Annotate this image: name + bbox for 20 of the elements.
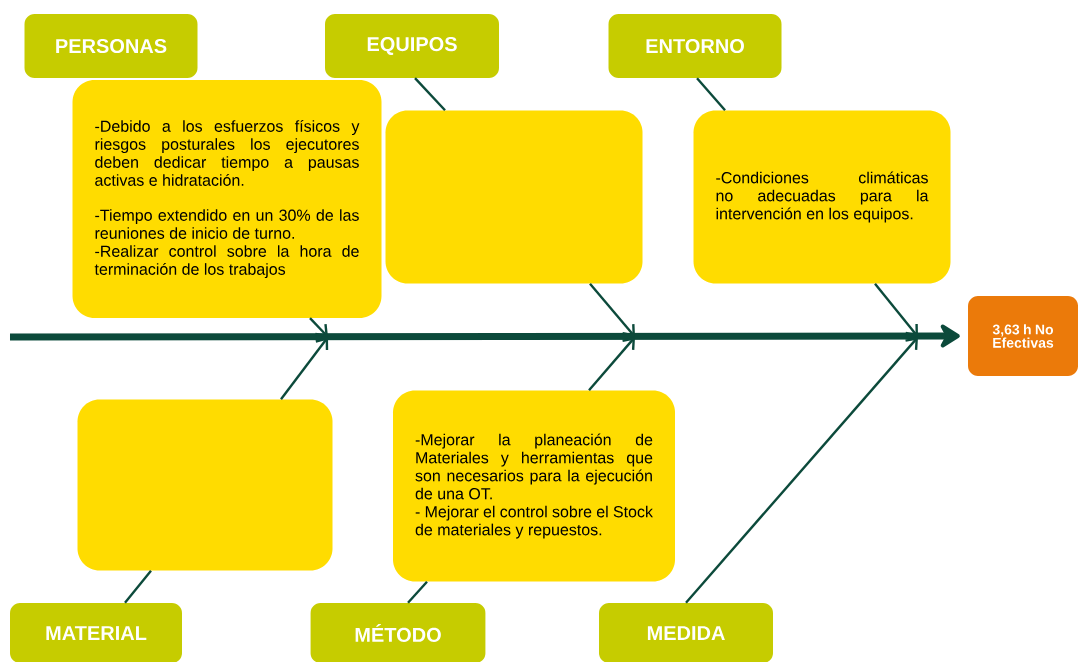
effect-box: 3,63 h No Efectivas: [968, 296, 1078, 376]
category-box: MATERIAL: [10, 603, 182, 662]
cause-box: -Condiciones climáticas no adecuadas para la intervención en los equipos.: [693, 110, 951, 284]
cause-box: -Debido a los esfuerzos físicos y riesgos posturales los ejecutores deben dedicar tiempo a pausas activas e hidratación. -Tiempo extendido en un 30% de las reuniones de inicio de turno. -Realizar control sobre la hora de terminación de los trabajos: [72, 80, 382, 318]
arrow: [309, 317, 328, 337]
connector-line: [124, 569, 152, 604]
empty-box: [77, 399, 333, 571]
category-box: PERSONAS: [24, 14, 198, 78]
empty-box: [385, 110, 643, 284]
arrow: [588, 337, 635, 392]
connector-line: [696, 77, 726, 112]
connector-line: [407, 580, 428, 604]
arrow: [280, 337, 329, 401]
connector-line: [414, 77, 446, 112]
category-box: MEDIDA: [599, 603, 773, 662]
category-box: ENTORNO: [608, 14, 782, 78]
category-box: EQUIPOS: [325, 14, 499, 78]
category-box: MÉTODO: [310, 603, 486, 662]
cause-box: -Mejorar la planeación de Materiales y herramientas que son necesarios para la ejecución de una OT. - Mejorar el control sobre el Stock de materiales y repuestos.: [393, 390, 675, 582]
arrow: [685, 337, 918, 604]
